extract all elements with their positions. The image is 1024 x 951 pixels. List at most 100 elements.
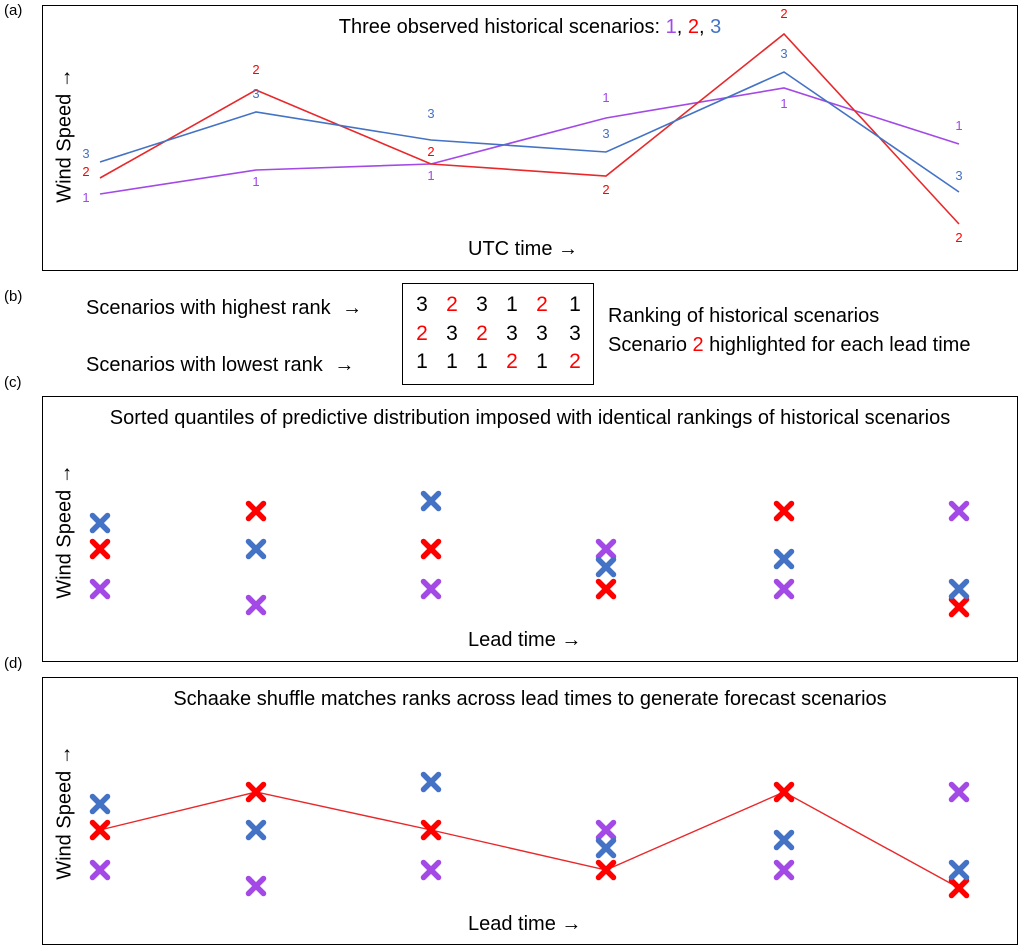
series-3-marker-stroke-b (420, 490, 442, 512)
series-1-marker-stroke-b (948, 500, 970, 522)
series-3-marker (245, 538, 267, 560)
series-2-marker-stroke-b (245, 500, 267, 522)
series-3-marker (595, 837, 617, 859)
series-1-marker (420, 859, 442, 881)
series-2-marker-stroke-b (948, 877, 970, 899)
series-3-marker (595, 556, 617, 578)
panel-label-a: (a) (4, 2, 23, 19)
panel-label-d: (d) (4, 655, 23, 672)
series-3-line (99, 71, 960, 193)
series-1-marker-stroke-b (595, 819, 617, 841)
rank-cell: 2 (446, 293, 458, 316)
series-3-marker (773, 829, 795, 851)
series-2-marker (420, 819, 442, 841)
rank-cell: 2 (536, 293, 548, 316)
series-2-marker (245, 781, 267, 803)
series-1-line (99, 87, 960, 195)
series-3-marker-stroke-b (595, 837, 617, 859)
series-3-marker (420, 771, 442, 793)
series-1-marker-stroke-b (773, 859, 795, 881)
series-1-point-label: 1 (602, 90, 609, 105)
series-3-point-label: 3 (427, 106, 434, 121)
panel-c: Sorted quantiles of predictive distribut… (42, 396, 1018, 662)
series-3-point-label: 3 (252, 86, 259, 101)
series-1-marker (948, 500, 970, 522)
series-2-marker-stroke-b (948, 596, 970, 618)
series-2-marker-stroke-b (773, 500, 795, 522)
series-2-marker-stroke-b (773, 781, 795, 803)
panel-label-b: (b) (4, 288, 23, 305)
series-3-marker-stroke-b (89, 512, 111, 534)
series-2-point-label: 2 (427, 144, 434, 159)
series-1-marker-stroke-b (89, 578, 111, 600)
series-1-point-label: 1 (780, 96, 787, 111)
panel-d-scatter-chart (89, 771, 970, 899)
series-2-marker (595, 859, 617, 881)
series-1-point-label: 1 (427, 168, 434, 183)
rank-cell: 1 (476, 350, 488, 373)
panel-c-title: Sorted quantiles of predictive distribut… (109, 407, 951, 429)
series-1-marker (948, 781, 970, 803)
label-highest-rank: Scenarios with highest rank → (86, 297, 362, 320)
rank-cell: 2 (476, 322, 488, 345)
rank-cell: 3 (569, 322, 581, 345)
series-3-marker (420, 490, 442, 512)
series-2-point-label: 2 (602, 182, 609, 197)
rank-cell: 2 (416, 322, 428, 345)
series-1-marker (773, 859, 795, 881)
panel-a-xlabel: UTC time → (468, 238, 578, 260)
panel-a: Three observed historical scenarios: 1, … (42, 5, 1018, 271)
series-2-marker (420, 538, 442, 560)
rank-cell: 3 (506, 322, 518, 345)
series-1-marker-stroke-b (948, 781, 970, 803)
series-1-marker (420, 578, 442, 600)
rank-cell: 3 (446, 322, 458, 345)
panel-a-title: Three observed historical scenarios: 1, … (43, 16, 1017, 39)
series-2-marker (948, 877, 970, 899)
series-2-marker-stroke-b (595, 859, 617, 881)
series-1-point-label: 1 (82, 190, 89, 205)
series-2-marker (89, 538, 111, 560)
series-1-marker-stroke-b (420, 578, 442, 600)
series-2-marker (89, 819, 111, 841)
series-1-marker-stroke-b (89, 859, 111, 881)
panel-a-title-scenario-1: 1 (665, 16, 677, 38)
series-1-marker (773, 578, 795, 600)
series-2-point-label: 2 (82, 164, 89, 179)
rank-cell: 1 (536, 350, 548, 373)
series-3-point-label: 3 (955, 168, 962, 183)
panel-a-title-sep-2: , (698, 16, 711, 38)
series-2-marker-stroke-b (245, 781, 267, 803)
panel-d-title: Schaake shuffle matches ranks across lea… (173, 688, 887, 710)
series-2-marker (595, 578, 617, 600)
series-1-marker-stroke-b (245, 875, 267, 897)
arrow-highest-icon: → (342, 297, 363, 319)
series-3-point-label: 3 (82, 146, 89, 161)
rank-cell: 1 (506, 293, 518, 316)
series-3-marker (89, 793, 111, 815)
series-1-marker (245, 594, 267, 616)
rank-cell: 3 (536, 322, 548, 345)
label-lowest-rank-text: Scenarios with lowest rank (86, 354, 323, 376)
rank-cell: 3 (476, 293, 488, 316)
series-3-marker (948, 578, 970, 600)
series-3-marker (948, 859, 970, 881)
series-3-marker (89, 512, 111, 534)
rank-cell: 2 (569, 350, 581, 373)
highlight-caption: Scenario 2 highlighted for each lead tim… (608, 334, 970, 357)
series-2-point-label: 2 (252, 62, 259, 77)
panel-a-title-scenario-3: 3 (710, 16, 722, 38)
panel-d: Schaake shuffle matches ranks across lea… (42, 677, 1018, 945)
series-1-marker (89, 859, 111, 881)
panel-a-title-scenario-2: 2 (687, 16, 699, 38)
series-3-marker (773, 548, 795, 570)
ranking-title: Ranking of historical scenarios (608, 305, 880, 327)
series-2-marker (948, 596, 970, 618)
series-1-point-label: 1 (252, 174, 259, 189)
rank-cell: 1 (446, 350, 458, 373)
series-1-marker (595, 819, 617, 841)
panel-a-title-sep-1: , (676, 16, 688, 38)
series-1-marker-stroke-b (595, 538, 617, 560)
